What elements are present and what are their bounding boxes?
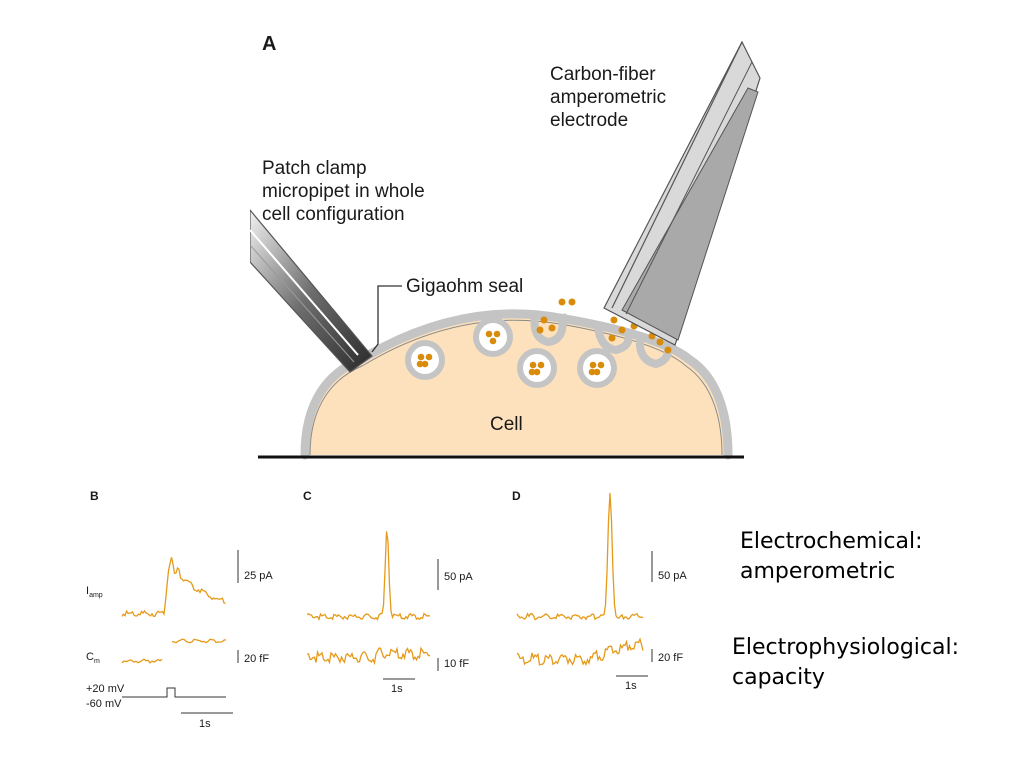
panel-a-letter: A <box>262 33 276 55</box>
vesicle-granule <box>597 361 605 369</box>
patch-clamp-label-line-3: cell configuration <box>262 204 405 225</box>
v-low-label: -60 mV <box>86 698 122 710</box>
vesicles <box>405 317 617 388</box>
patch-clamp-label-line-2: micropipet in whole <box>262 181 425 202</box>
patch-clamp-label: Patch clamp micropipet in whole cell con… <box>262 158 425 225</box>
panel-d-letter: D <box>512 489 521 503</box>
iamp-label-sub: amp <box>89 592 103 599</box>
fusion-pore-2 <box>594 325 633 355</box>
patch-clamp-micropipet <box>250 209 373 373</box>
vesicle-granule <box>417 353 425 361</box>
released-granule-6 <box>610 316 618 324</box>
cell-label: Cell <box>490 414 523 435</box>
fusion-pore-1 <box>530 313 567 347</box>
vesicle-granule <box>593 368 601 376</box>
vesicle-granule <box>589 361 597 369</box>
panel-b-cap-scale-label: 20 fF <box>244 653 269 665</box>
electrochemical-label-line-1: Electrochemical: <box>740 529 923 554</box>
micropipet-body <box>250 209 373 373</box>
electrophysiological-label: Electrophysiological: capacity <box>732 633 959 693</box>
released-granule-7 <box>618 326 626 334</box>
panel-b-cap-trace-post <box>171 638 227 644</box>
electrochemical-label-line-2: amperometric <box>740 559 896 584</box>
panel-b-amp-scale-label: 25 pA <box>244 570 273 582</box>
electrode-fiber <box>621 87 759 341</box>
vesicle-granule <box>421 360 429 368</box>
cm-label-sub: m <box>94 658 100 665</box>
released-granules <box>536 298 672 354</box>
panel-d-cap-trace <box>516 637 644 667</box>
cell-membrane-edge <box>309 319 723 456</box>
panel-c-time-scale-label: 1s <box>391 683 403 695</box>
cm-label: Cm <box>86 651 100 665</box>
vesicle-granule <box>493 330 501 338</box>
iamp-label-main: I <box>86 585 89 597</box>
panel-d-amp-scale-label: 50 pA <box>658 570 687 582</box>
vesicle-membrane <box>577 348 617 388</box>
micropipet-inner-line <box>250 229 359 356</box>
cm-label-main: C <box>86 651 94 663</box>
voltage-step-trace <box>122 687 226 698</box>
v-high-label: +20 mV <box>86 683 125 695</box>
electrode-line-1 <box>611 41 743 309</box>
vesicle-granule <box>588 368 596 376</box>
vesicle-granule <box>529 361 537 369</box>
carbon-fiber-label-line-2: amperometric <box>550 87 666 108</box>
vesicle-granule <box>489 337 497 345</box>
panel-b-cap-trace-pre <box>121 658 163 664</box>
vesicle-granule <box>425 353 433 361</box>
vesicle-1 <box>405 340 445 380</box>
panel-c-cap-scale-label: 10 fF <box>444 658 469 670</box>
gigaohm-seal-label: Gigaohm seal <box>406 276 523 297</box>
electrode-line-2 <box>625 61 753 315</box>
released-granule-11 <box>664 346 672 354</box>
cell-membrane <box>300 309 733 460</box>
panel-d-cap-scale-label: 20 fF <box>658 652 683 664</box>
vesicle-granule <box>485 330 493 338</box>
carbon-fiber-label-line-1: Carbon-fiber <box>550 64 656 85</box>
vesicle-4 <box>577 348 617 388</box>
panel-b-letter: B <box>90 489 99 503</box>
vesicle-granule <box>533 368 541 376</box>
electrophysiological-label-line-2: capacity <box>732 665 825 690</box>
vesicle-membrane <box>405 340 445 380</box>
released-granule-1 <box>558 298 566 306</box>
electrochemical-label: Electrochemical: amperometric <box>740 527 923 587</box>
vesicle-3 <box>517 348 557 388</box>
vesicle-granule <box>416 360 424 368</box>
vesicle-granule <box>528 368 536 376</box>
vesicle-2 <box>473 317 513 357</box>
released-granule-2 <box>568 298 576 306</box>
panel-b-time-scale-label: 1s <box>199 718 211 730</box>
electrophysiological-label-line-1: Electrophysiological: <box>732 635 960 660</box>
vesicle-granule <box>537 361 545 369</box>
carbon-fiber-electrode <box>603 40 761 346</box>
electrode-sheath <box>603 40 761 346</box>
panel-c-amp-trace <box>306 531 431 621</box>
panel-b-amp-trace <box>121 557 226 617</box>
patch-clamp-label-line-1: Patch clamp <box>262 158 367 179</box>
released-granule-4 <box>548 324 556 332</box>
gigaohm-leader-line <box>371 285 402 353</box>
released-granule-3 <box>540 316 548 324</box>
released-granule-12 <box>608 334 616 342</box>
panel-d-amp-trace <box>516 492 644 621</box>
panel-d-time-scale-label: 1s <box>625 680 637 692</box>
panel-c-amp-scale-label: 50 pA <box>444 571 473 583</box>
vesicle-membrane <box>473 317 513 357</box>
released-granule-5 <box>536 326 544 334</box>
iamp-label: Iamp <box>86 585 103 599</box>
released-granule-10 <box>656 338 664 346</box>
panel-c-cap-trace <box>306 646 431 666</box>
carbon-fiber-label-line-3: electrode <box>550 110 628 131</box>
carbon-fiber-label: Carbon-fiber amperometric electrode <box>550 64 666 131</box>
vesicle-membrane <box>517 348 557 388</box>
micropipet-inner-line-2 <box>250 244 355 363</box>
panel-c-letter: C <box>303 489 312 503</box>
